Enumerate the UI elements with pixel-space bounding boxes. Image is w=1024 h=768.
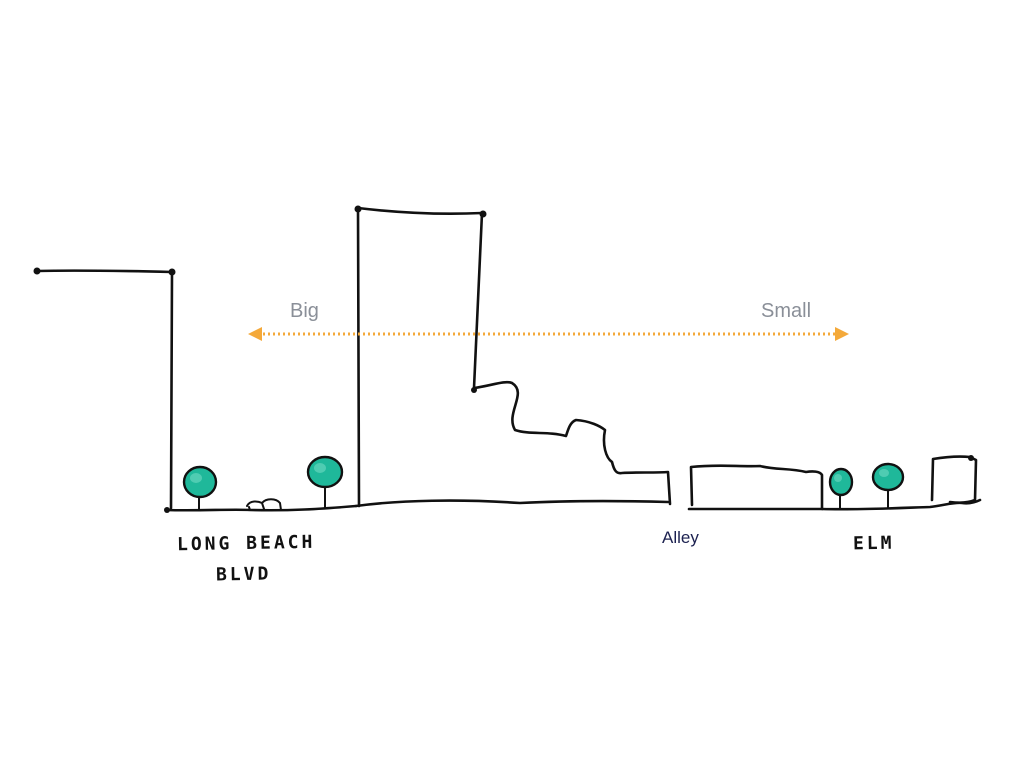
ground-line-left <box>164 504 358 512</box>
tree-icon <box>182 465 218 511</box>
ground-line-middle <box>354 499 670 508</box>
elm-street-label: ELM <box>852 532 895 555</box>
central-tower-outline <box>354 205 672 508</box>
arrow-left-head-icon <box>248 327 262 341</box>
left-tower-outline <box>33 267 176 510</box>
tree-icon <box>871 462 905 509</box>
tree-icon <box>306 455 344 508</box>
arrow-big-label: Big <box>290 300 319 322</box>
blvd-street-label: BLVD <box>215 563 272 586</box>
size-gradient-arrow <box>248 327 849 341</box>
long-beach-street-label: LONG BEACH <box>176 531 316 556</box>
right-house-outline <box>930 455 978 504</box>
ground-line-right <box>820 498 982 511</box>
small-building-outline <box>687 464 824 511</box>
arrow-small-label: Small <box>761 300 812 322</box>
tree-icon <box>828 467 854 510</box>
small-car-shape <box>246 498 282 511</box>
alley-label: Alley <box>662 528 699 547</box>
arrow-right-head-icon <box>835 327 849 341</box>
